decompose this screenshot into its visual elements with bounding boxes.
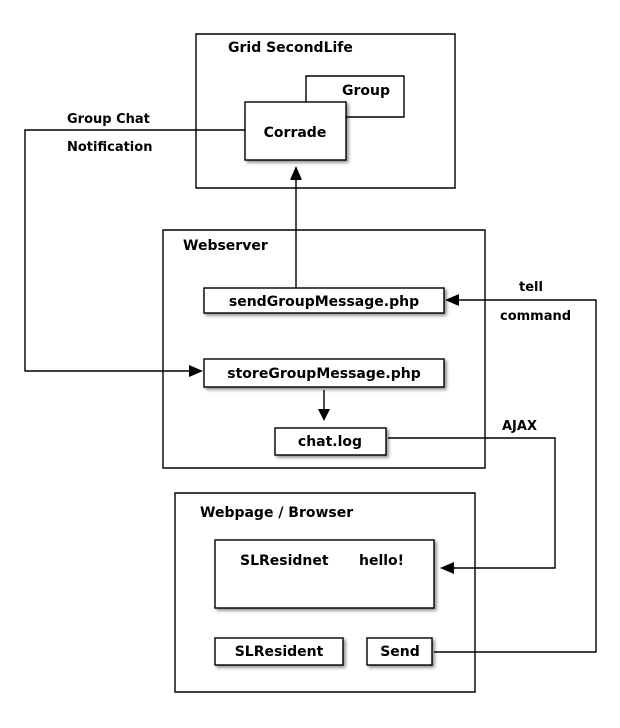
arrowhead-to-corrade	[290, 166, 302, 180]
group-label: Group	[342, 83, 390, 99]
chat-message-text: hello!	[359, 553, 404, 569]
corrade-box	[244, 101, 347, 161]
webpage-browser-title: Webpage / Browser	[200, 505, 353, 521]
corrade-label: Corrade	[264, 125, 327, 141]
webserver-title: Webserver	[183, 238, 268, 254]
store-group-message-box	[203, 358, 445, 388]
send-button-label[interactable]: Send	[380, 644, 420, 660]
arrowhead-to-send-php	[445, 294, 459, 306]
ajax-label: AJAX	[502, 419, 537, 434]
group-chat-notification-line	[24, 129, 245, 372]
ajax-line	[388, 437, 556, 569]
send-button-box	[366, 637, 433, 666]
command-label: command	[500, 309, 571, 324]
webpage-browser-container	[174, 492, 476, 693]
notification-label: Notification	[67, 140, 152, 155]
name-field-text[interactable]: SLResident	[235, 644, 324, 660]
chat-log-box	[274, 427, 387, 456]
chat-window-box	[214, 539, 435, 609]
name-field-box	[214, 637, 344, 666]
chat-log-label: chat.log	[298, 434, 362, 450]
arrowhead-to-log	[318, 409, 330, 421]
grid-secondlife-container	[195, 33, 456, 189]
group-loop-line	[305, 75, 405, 118]
webserver-container	[162, 229, 486, 469]
store-group-message-label: storeGroupMessage.php	[227, 366, 420, 382]
grid-secondlife-title: Grid SecondLife	[228, 40, 353, 56]
group-chat-label: Group Chat	[67, 112, 150, 127]
arrowhead-to-chat-window	[440, 562, 454, 574]
arrowhead-to-store	[189, 365, 203, 377]
send-group-message-box	[203, 287, 445, 314]
chat-sender-text: SLResidnet	[240, 553, 329, 569]
tell-label: tell	[519, 280, 543, 295]
tell-command-line	[434, 299, 597, 653]
send-group-message-label: sendGroupMessage.php	[229, 294, 419, 310]
